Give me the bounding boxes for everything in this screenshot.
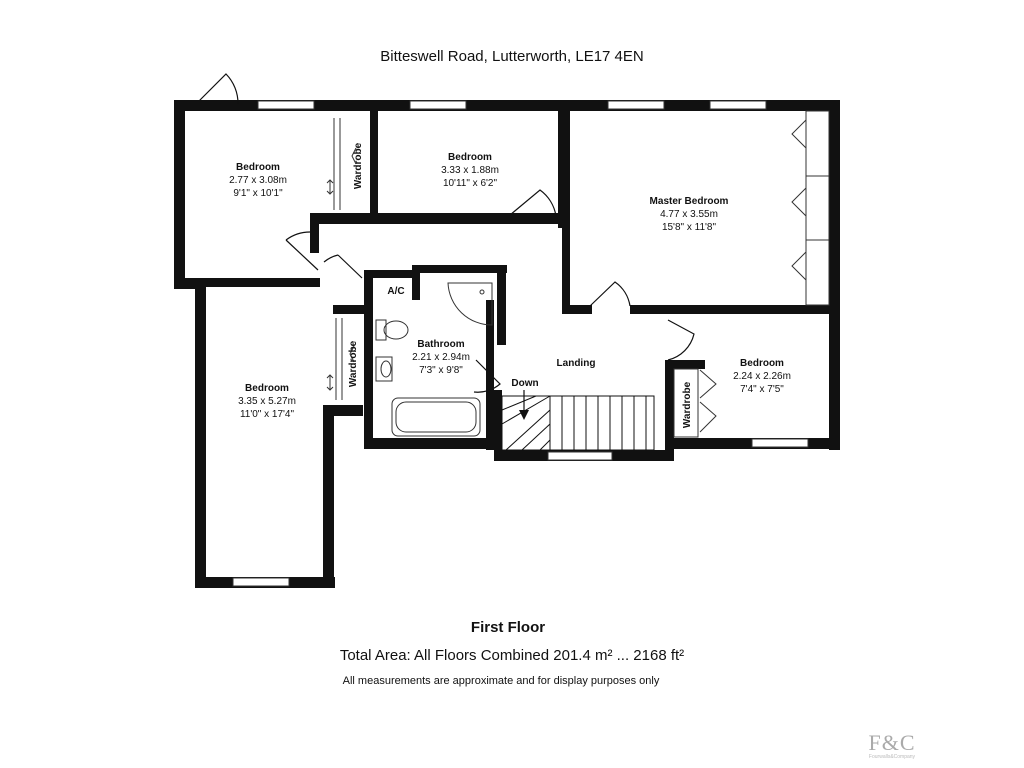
room-label-bedroom-sw: Bedroom 3.35 x 5.27m 11'0" x 17'4" [238, 383, 296, 420]
bathroom-fixtures [375, 282, 493, 437]
wardrobe-label-sw: Wardrobe [348, 340, 359, 387]
room-label-bedroom-nw: Bedroom 2.77 x 3.08m 9'1" x 10'1" [229, 162, 287, 199]
room-name: Bedroom [245, 383, 289, 394]
room-label-landing: Landing [557, 358, 596, 369]
room-imperial: 15'8" x 11'8" [662, 222, 717, 233]
windows [232, 100, 809, 587]
room-label-bedroom-n: Bedroom 3.33 x 1.88m 10'11" x 6'2" [441, 152, 499, 189]
plan-title: Bitteswell Road, Lutterworth, LE17 4EN [380, 48, 644, 65]
total-area: Total Area: All Floors Combined 201.4 m²… [339, 647, 685, 664]
room-label-master-bedroom: Master Bedroom 4.77 x 3.55m 15'8" x 11'8… [650, 196, 729, 233]
room-label-bedroom-se: Bedroom 2.24 x 2.26m 7'4" x 7'5" [733, 358, 791, 395]
ac-cupboard-label: A/C [387, 286, 404, 297]
wardrobe-doors [326, 110, 830, 438]
room-metric: 3.35 x 5.27m [238, 396, 296, 407]
staircase [501, 395, 655, 451]
room-name: Bedroom [236, 162, 280, 173]
room-imperial: 10'11" x 6'2" [443, 178, 498, 189]
room-metric: 4.77 x 3.55m [660, 209, 718, 220]
disclaimer: All measurements are approximate and for… [342, 675, 660, 687]
room-imperial: 9'1" x 10'1" [233, 188, 283, 199]
room-name: Master Bedroom [650, 196, 729, 207]
floor-name: First Floor [470, 619, 546, 636]
room-label-bathroom: Bathroom 2.21 x 2.94m 7'3" x 9'8" [412, 339, 470, 376]
room-metric: 3.33 x 1.88m [441, 165, 499, 176]
room-name: Bedroom [740, 358, 784, 369]
room-metric: 2.21 x 2.94m [412, 352, 470, 363]
room-name: Bathroom [417, 339, 464, 350]
stairs-down-arrow [519, 390, 529, 420]
room-imperial: 7'3" x 9'8" [419, 365, 463, 376]
room-metric: 2.77 x 3.08m [229, 175, 287, 186]
logo-tagline: Fourwalls&Company [868, 754, 916, 760]
stairs-down-label: Down [511, 378, 538, 389]
wardrobe-label-nw: Wardrobe [353, 142, 364, 189]
company-logo: F&C Fourwalls&Company [862, 732, 922, 764]
room-imperial: 7'4" x 7'5" [740, 384, 784, 395]
room-name: Bedroom [448, 152, 492, 163]
walls [174, 100, 840, 588]
room-metric: 2.24 x 2.26m [733, 371, 791, 382]
wardrobe-label-se: Wardrobe [682, 381, 693, 428]
logo-mark: F&C [868, 730, 916, 755]
room-imperial: 11'0" x 17'4" [240, 409, 295, 420]
doors [195, 73, 695, 393]
